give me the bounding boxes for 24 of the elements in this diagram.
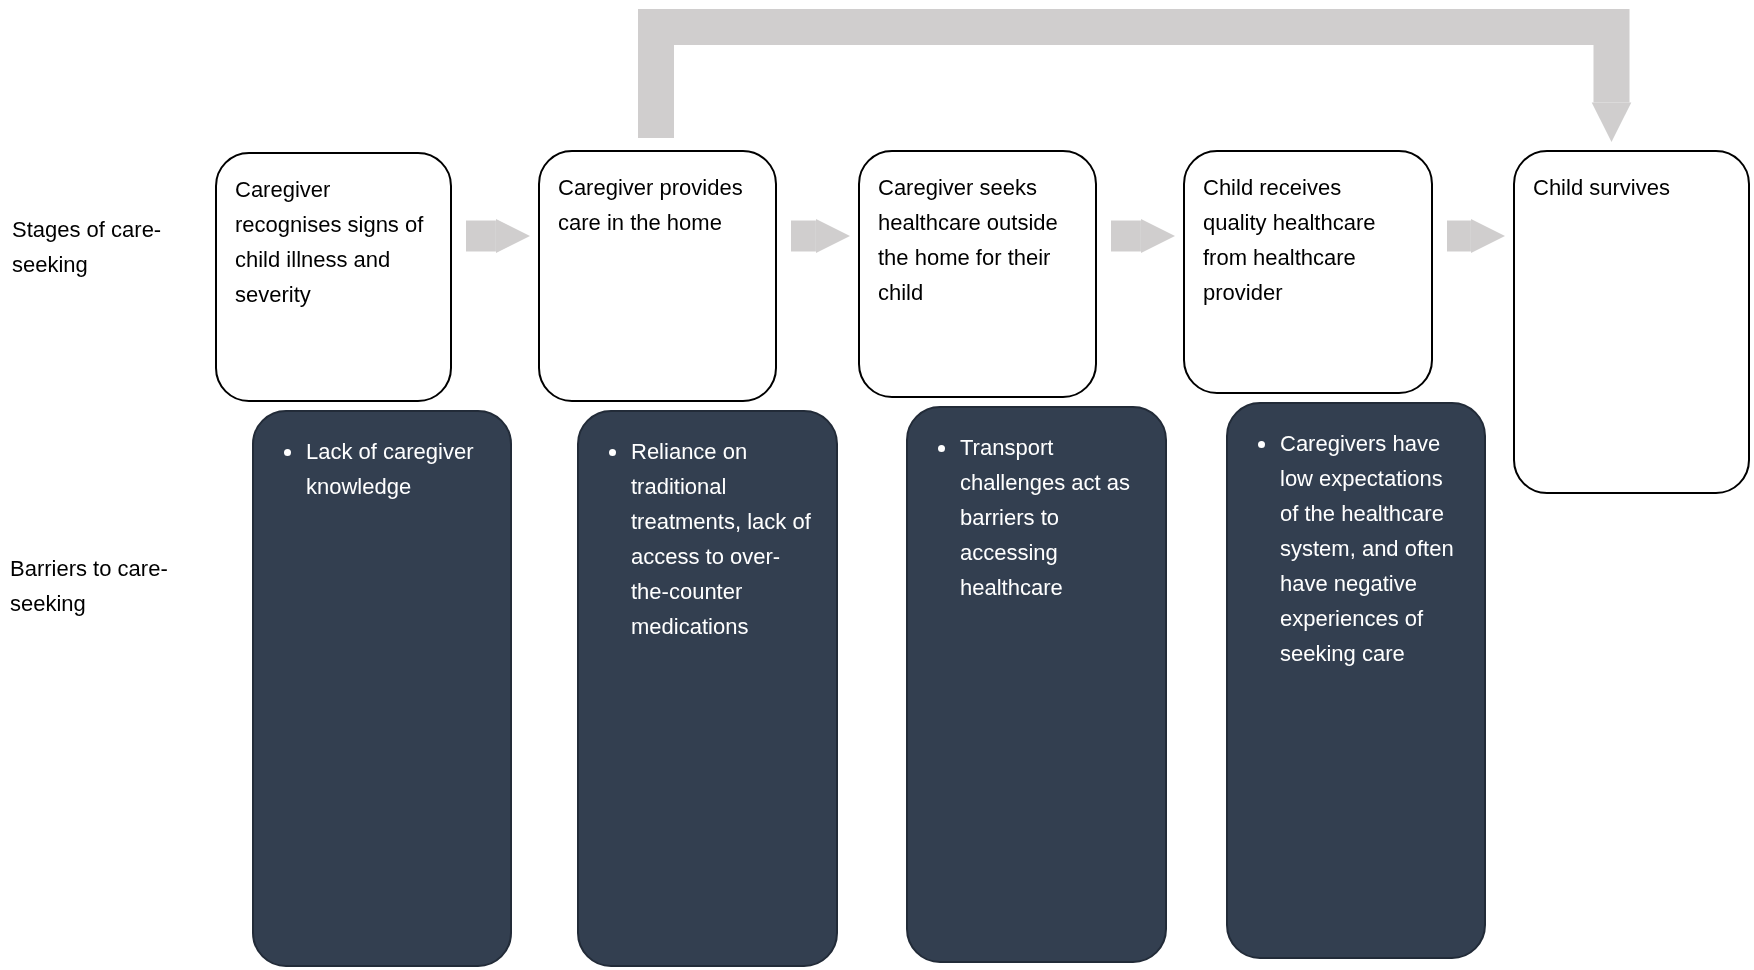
stage-box <box>858 150 1097 398</box>
row-label: Stages of care-seeking <box>12 216 163 279</box>
stage-box <box>215 152 452 402</box>
block-arrow <box>466 218 530 254</box>
barrier-box <box>906 406 1167 963</box>
stage-box <box>538 150 777 402</box>
block-arrow <box>791 218 850 254</box>
stage-text: Child survives <box>1533 174 1671 202</box>
block-arrow <box>1111 218 1175 254</box>
stage-text: Caregiver seeks healthcare outside the home for their child <box>878 174 1059 307</box>
barrier-box <box>252 410 512 967</box>
barrier-text: Transport challenges act as barriers to accessing healthcare <box>960 434 1131 602</box>
stage-box <box>1183 150 1433 394</box>
stage-box <box>1513 150 1750 494</box>
stage-text: Caregiver recognises signs of child illness and severity <box>235 176 425 309</box>
stage-text: Child receives quality healthcare from healthcare provider <box>1203 174 1377 307</box>
row-label: Barriers to care-seeking <box>10 555 169 618</box>
barrier-text: Lack of caregiver knowledge <box>306 438 475 501</box>
block-arrow <box>1447 218 1505 254</box>
barrier-text: Caregivers have low expectations of the healthcare system, and often have negative experiences of seeking care <box>1280 430 1455 668</box>
barrier-box <box>1226 402 1486 959</box>
barrier-box <box>577 410 838 967</box>
stage-text: Caregiver provides care in the home <box>558 174 744 237</box>
barrier-text: Reliance on traditional treatments, lack of access to over-the-counter medications <box>631 438 812 641</box>
